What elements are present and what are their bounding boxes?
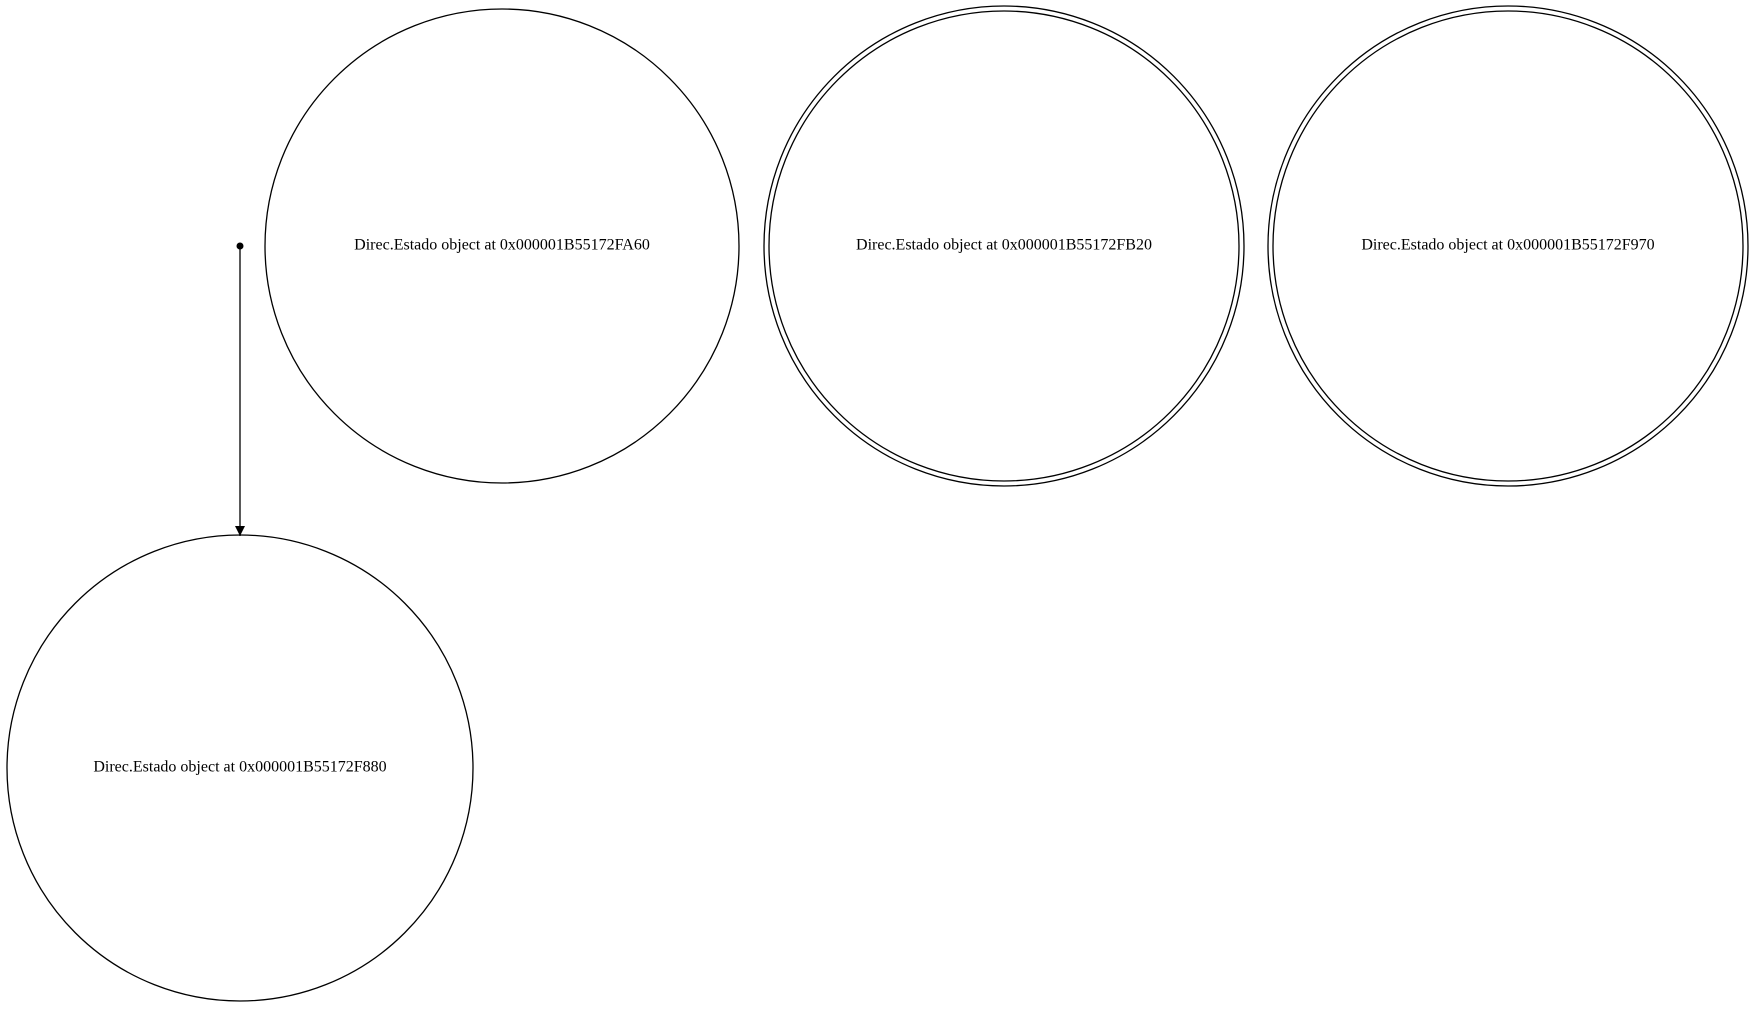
state-node-s0: Direc.Estado object at 0x000001B55172FA6…: [264, 8, 740, 484]
state-node-s3: Direc.Estado object at 0x000001B55172F88…: [6, 534, 474, 1002]
state-label: Direc.Estado object at 0x000001B55172FB2…: [856, 237, 1152, 254]
state-circle-inner: [1272, 10, 1744, 482]
state-circle: [264, 8, 740, 484]
state-circle-inner: [768, 10, 1240, 482]
state-label: Direc.Estado object at 0x000001B55172FA6…: [354, 237, 650, 254]
state-circle-outer: [763, 5, 1245, 487]
state-circle-outer: [1267, 5, 1749, 487]
state-node-s2: Direc.Estado object at 0x000001B55172F97…: [1267, 5, 1749, 487]
state-node-s1: Direc.Estado object at 0x000001B55172FB2…: [763, 5, 1245, 487]
initial-transition: [235, 242, 245, 536]
state-label: Direc.Estado object at 0x000001B55172F88…: [93, 759, 386, 776]
state-circle: [6, 534, 474, 1002]
state-label: Direc.Estado object at 0x000001B55172F97…: [1361, 237, 1654, 254]
